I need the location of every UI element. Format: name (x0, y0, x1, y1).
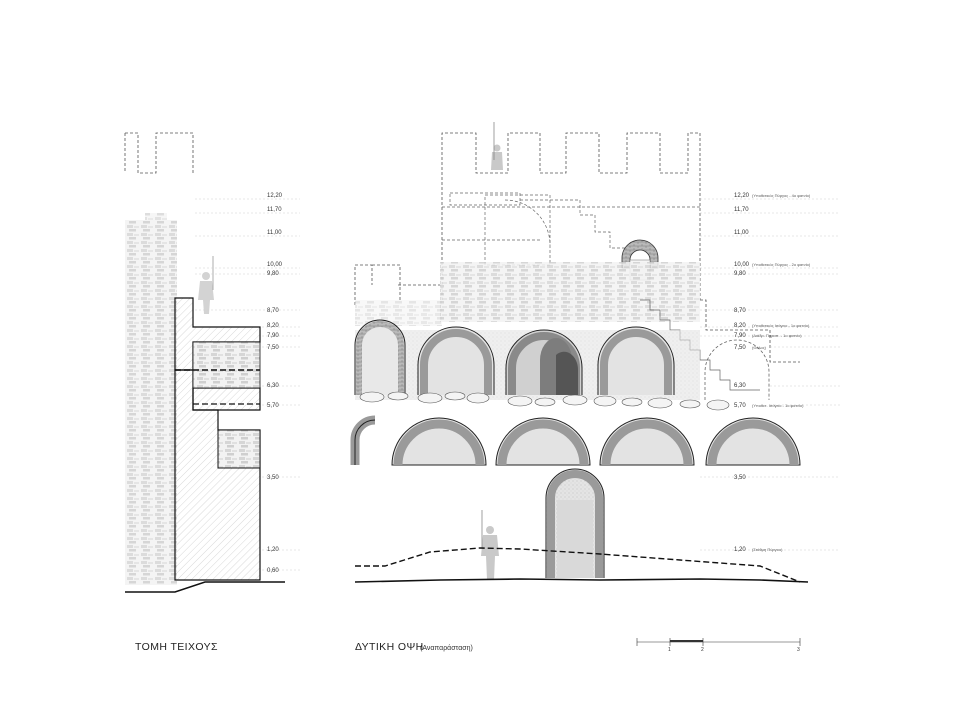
section-level-label: 7,90 (267, 333, 279, 339)
section-level-label: 9,80 (267, 271, 279, 277)
section-level-marker: 3,50 (262, 475, 300, 481)
elevation-level-label: 7,50 (734, 345, 746, 351)
elevation-level-label: 3,50 (734, 475, 746, 481)
section-level-markers: 12,20 11,70 11,00 10,00 9,80 8,70 8,20 (195, 193, 300, 574)
section-level-marker: 9,80 (195, 271, 300, 277)
soldier-figure-tower (491, 122, 503, 170)
elevation-level-note: (Διάδρ. Παραπ. - 1ο φατνίο) (752, 333, 802, 338)
section-level-label: 11,00 (267, 230, 282, 236)
section-title: ΤΟΜΗ ΤΕΙΧΟΥΣ (135, 641, 218, 653)
section-level-marker: 5,70 (262, 403, 300, 409)
section-level-marker: 1,20 (262, 547, 300, 553)
section-level-label: 5,70 (267, 403, 279, 409)
lower-arcade (350, 415, 801, 466)
foundation-stones (359, 391, 730, 411)
elevation-level-label: 7,90 (734, 333, 746, 339)
elevation-level-marker: 8,20 (Υποθετικός Ισόγειο - 1ο φατνίο) (700, 323, 840, 329)
elevation-level-marker: 12,20 (Υποθετικός Πύργος - 4ο φατνίο) (700, 193, 840, 200)
section-level-marker: 6,30 (262, 383, 300, 389)
elevation-level-label: 5,70 (734, 403, 746, 409)
section-level-marker: 11,00 (195, 230, 300, 237)
existing-ground-line (354, 578, 809, 583)
section-lower-chamber (217, 429, 261, 469)
elevation-level-marker: 11,70 (700, 207, 840, 214)
wall-section (124, 132, 285, 593)
section-masonry-face (125, 220, 177, 585)
section-level-label: 0,60 (267, 568, 279, 574)
elevation-level-note: (Υποθετικός Πύργος - 2ο φατνίο) (752, 262, 811, 267)
elevation-level-label: 8,70 (734, 308, 746, 314)
elevation-level-note: (Στάθμη Πύργου) (752, 547, 783, 552)
elevation-level-note: (Υποθετικός Ισόγειο - 1ο φατνίο) (752, 323, 810, 328)
elevation-level-marker: 1,20 (Στάθμη Πύργου) (700, 547, 840, 553)
elevation-level-label: 1,20 (734, 547, 746, 553)
elevation-level-marker: 9,80 (700, 271, 840, 277)
section-level-marker: 7,90 (262, 333, 300, 339)
section-upper-chamber (192, 341, 261, 389)
elevation-level-marker: 8,70 (700, 308, 840, 314)
elevation-level-label: 6,30 (734, 383, 746, 389)
scale-label: 2 (701, 647, 704, 653)
elevation-level-label: 11,00 (734, 230, 749, 236)
upper-arcade (354, 319, 770, 400)
tower-internal-dashed (442, 192, 700, 266)
scale-label: 3 (797, 647, 800, 653)
elevation-level-label: 11,70 (734, 207, 749, 213)
section-level-marker: 12,20 (195, 193, 300, 200)
elevation-level-label: 12,20 (734, 193, 750, 199)
section-level-marker: 7,50 (262, 345, 300, 351)
section-level-label: 1,20 (267, 547, 279, 553)
elevation-level-label: 9,80 (734, 271, 746, 277)
section-level-label: 7,50 (267, 345, 279, 351)
section-level-marker: 11,70 (195, 207, 300, 214)
soldier-figure-ground (481, 510, 499, 580)
section-level-marker: 0,60 (262, 568, 300, 574)
elevation-level-markers: 12,20 (Υποθετικός Πύργος - 4ο φατνίο) 11… (700, 193, 840, 553)
elevation-level-marker: 7,50 (Θόλος) (734, 345, 840, 351)
section-level-label: 12,20 (267, 193, 283, 199)
section-level-marker: 8,20 (262, 323, 300, 329)
elevation-level-marker: 11,00 (700, 230, 840, 237)
scale-bar: 1 2 3 (636, 638, 801, 653)
west-elevation (350, 122, 809, 583)
elevation-level-marker: 6,30 (734, 383, 840, 389)
section-ground-line (125, 581, 285, 593)
section-level-label: 11,70 (267, 207, 282, 213)
elevation-subtitle: (Αναπαράσταση) (420, 644, 473, 652)
elevation-level-label: 10,00 (734, 262, 750, 268)
scale-label: 1 (668, 647, 671, 653)
section-level-label: 8,70 (267, 308, 279, 314)
elevation-level-marker: 10,00 (Υποθετικός Πύργος - 2ο φατνίο) (700, 262, 840, 269)
reconstructed-ground-dashed (355, 547, 801, 583)
elevation-level-note: (Υποθετ. Ισόγειο - 1ο φατνίο) (752, 403, 804, 408)
elevation-level-marker: 3,50 (700, 475, 840, 481)
elevation-level-label: 8,20 (734, 323, 746, 329)
tower-crenellation (441, 132, 701, 300)
section-level-marker: 8,70 (195, 308, 300, 314)
section-level-label: 10,00 (267, 262, 283, 268)
section-level-marker: 10,00 (195, 262, 300, 269)
section-level-label: 3,50 (267, 475, 279, 481)
section-level-label: 6,30 (267, 383, 279, 389)
section-crenellation (124, 132, 194, 174)
soldier-figure-section (198, 256, 214, 314)
elevation-level-note: (Θόλος) (752, 345, 767, 350)
wall-masonry-band (440, 262, 700, 322)
elevation-level-marker: 7,90 (Διάδρ. Παραπ. - 1ο φατνίο) (700, 333, 840, 339)
elevation-level-marker: 5,70 (Υποθετ. Ισόγειο - 1ο φατνίο) (734, 403, 840, 409)
gate-arch (545, 468, 605, 578)
side-wall-battlements (354, 264, 442, 305)
section-level-label: 8,20 (267, 323, 279, 329)
elevation-title: ΔΥΤΙΚΗ ΟΨΗ (355, 641, 424, 653)
elevation-level-note: (Υποθετικός Πύργος - 4ο φατνίο) (752, 193, 811, 198)
